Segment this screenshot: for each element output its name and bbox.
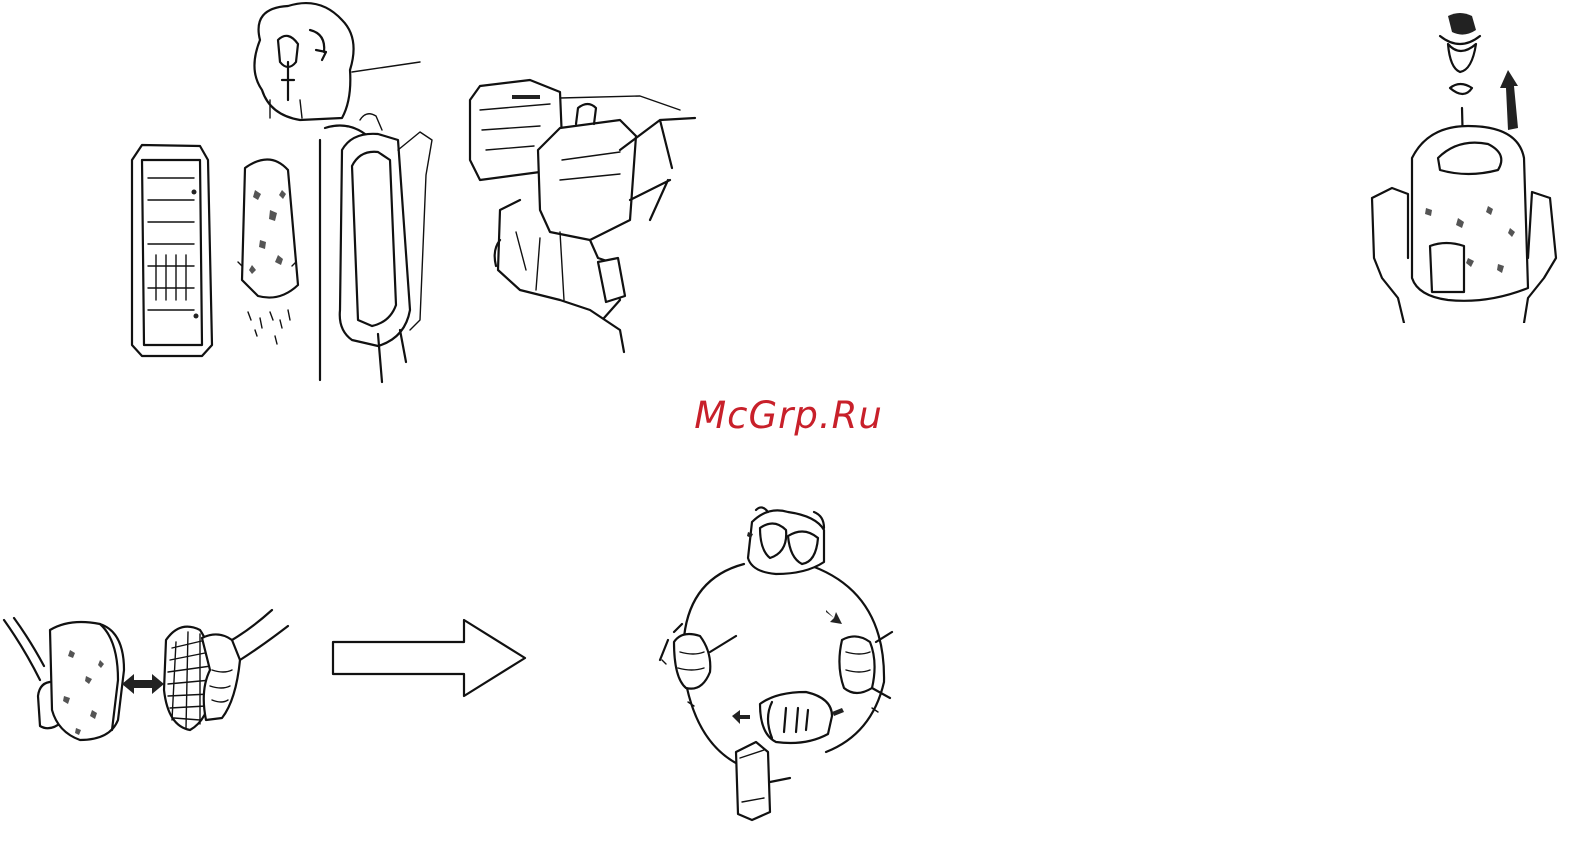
container-top-drawing (747, 507, 824, 574)
sponge-element-removal-illustration (1368, 8, 1563, 323)
sponge-element-drawing (1412, 126, 1528, 301)
sponge-disc-drawing (50, 622, 124, 740)
squeeze-bottle-drawing (736, 742, 790, 820)
right-hand-drawing (202, 610, 288, 720)
up-arrow-icon (1500, 70, 1518, 130)
air-filter-disassembly-illustration (120, 0, 710, 385)
right-arrow-icon (333, 620, 525, 696)
washing-cycle-illustration (656, 502, 906, 832)
element-tapping-illustration (0, 600, 300, 750)
engine-drawing (470, 80, 695, 352)
return-arrow-icon (732, 710, 750, 724)
filter-housing-drawing (320, 114, 432, 382)
wing-nut-drawing (1440, 13, 1480, 94)
air-filter-cover-drawing (132, 145, 212, 356)
oil-can-drawing (760, 692, 844, 743)
wing-nut-callout-drawing (254, 3, 420, 120)
watermark-text: McGrp.Ru (0, 394, 1577, 437)
squeezing-hand-left-drawing (660, 624, 736, 689)
sponge-element-drawing (238, 159, 298, 344)
process-arrow (330, 616, 530, 700)
curved-arrow-icon (826, 610, 842, 624)
double-arrow-icon (122, 674, 164, 694)
